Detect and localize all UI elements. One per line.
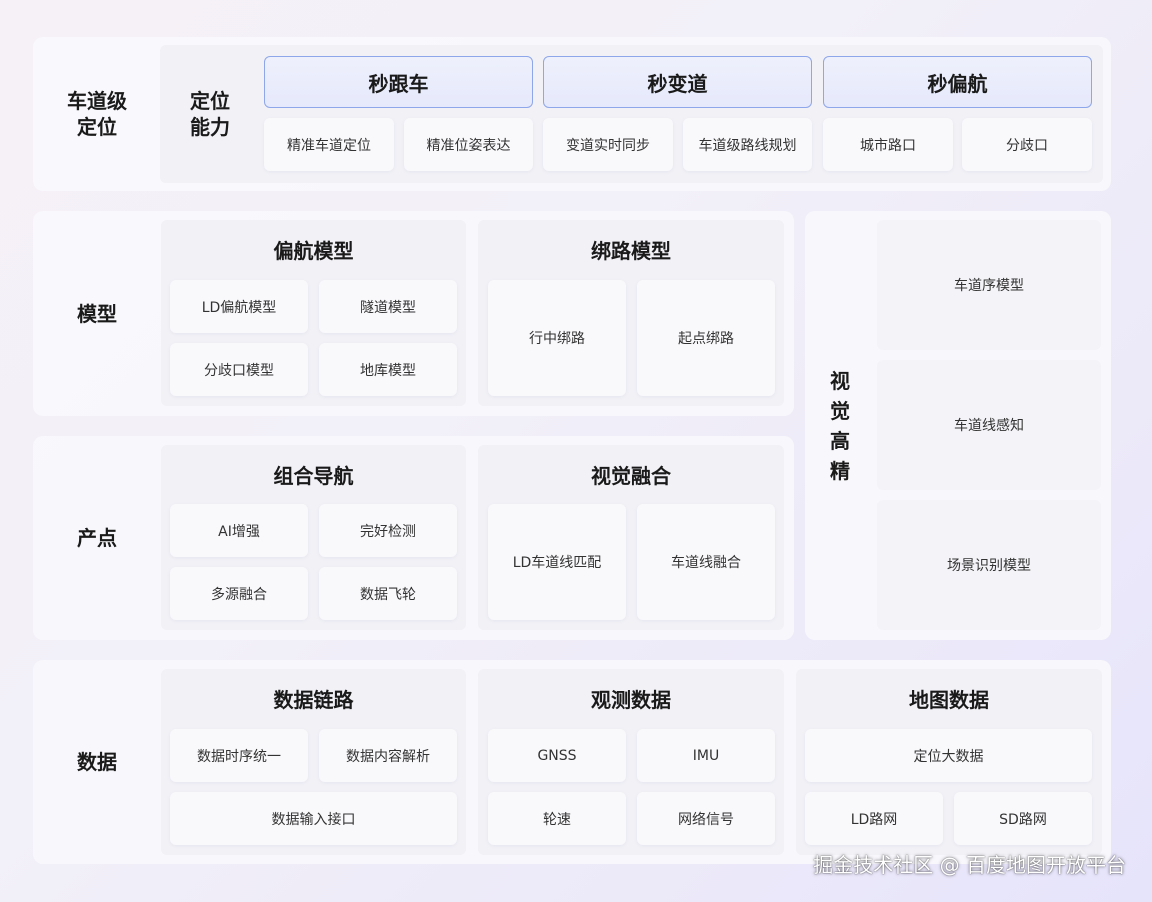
- capability-sub-label-line2: 能力: [190, 115, 230, 139]
- capability-sub-label: 定位 能力: [160, 45, 260, 183]
- map-data-item: SD路网: [954, 792, 1092, 845]
- visual-hd-label-char: 视: [830, 368, 850, 393]
- data-row-label: 数据: [77, 750, 117, 774]
- visual-hd-item: 场景识别模型: [877, 500, 1101, 630]
- deviation-header: 秒偏航: [823, 56, 1092, 108]
- positioning-row-label: 车道级 定位: [43, 37, 151, 191]
- watermark-text: 掘金技术社区 @ 百度地图开放平台: [813, 853, 1126, 877]
- output-row-label: 产点: [77, 526, 117, 550]
- positioning-item: 精准车道定位: [264, 118, 394, 171]
- model-row-label: 模型: [77, 301, 117, 326]
- positioning-row-label-line1: 车道级: [67, 89, 127, 113]
- deviation-model-item: 地库模型: [319, 343, 457, 396]
- visual-hd-label-char: 精: [830, 458, 850, 483]
- data-pipeline-item: 数据输入接口: [170, 792, 457, 845]
- integrated-navigation-item: AI增强: [170, 504, 308, 557]
- deviation-model-item: 隧道模型: [319, 280, 457, 333]
- binding-model-item: 行中绑路: [488, 280, 626, 396]
- deviation-model-item: LD偏航模型: [170, 280, 308, 333]
- visual-hd-label: 视 觉 高 精: [805, 211, 875, 640]
- positioning-item: 精准位姿表达: [404, 118, 533, 171]
- observation-data-title: 观测数据: [591, 687, 671, 712]
- observation-data-item: IMU: [637, 729, 775, 782]
- positioning-item: 变道实时同步: [543, 118, 673, 171]
- binding-model-item: 起点绑路: [637, 280, 775, 396]
- visual-hd-item: 车道序模型: [877, 220, 1101, 350]
- map-data-item: 定位大数据: [805, 729, 1092, 782]
- visual-hd-label-char: 觉: [830, 398, 850, 423]
- visual-fusion-item: 车道线融合: [637, 504, 775, 620]
- data-pipeline-item: 数据内容解析: [319, 729, 457, 782]
- data-pipeline-title: 数据链路: [273, 687, 354, 712]
- capability-sub-label-line1: 定位: [190, 89, 230, 113]
- integrated-navigation-item: 多源融合: [170, 567, 308, 620]
- deviation-model-title: 偏航模型: [273, 238, 354, 263]
- positioning-row-label-line2: 定位: [77, 115, 117, 139]
- data-pipeline-item: 数据时序统一: [170, 729, 308, 782]
- map-data-title: 地图数据: [909, 687, 989, 712]
- integrated-navigation-item: 完好检测: [319, 504, 457, 557]
- visual-hd-label-char: 高: [830, 428, 850, 453]
- observation-data-item: 网络信号: [637, 792, 775, 845]
- observation-data-item: GNSS: [488, 729, 626, 782]
- visual-hd-item: 车道线感知: [877, 360, 1101, 490]
- positioning-item: 分歧口: [962, 118, 1092, 171]
- observation-data-item: 轮速: [488, 792, 626, 845]
- positioning-item: 车道级路线规划: [683, 118, 812, 171]
- follow-car-header: 秒跟车: [264, 56, 533, 108]
- integrated-navigation-item: 数据飞轮: [319, 567, 457, 620]
- binding-model-title: 绑路模型: [591, 238, 671, 263]
- integrated-navigation-title: 组合导航: [273, 463, 354, 488]
- deviation-model-item: 分歧口模型: [170, 343, 308, 396]
- visual-fusion-item: LD车道线匹配: [488, 504, 626, 620]
- map-data-item: LD路网: [805, 792, 943, 845]
- positioning-item: 城市路口: [823, 118, 953, 171]
- lane-change-header: 秒变道: [543, 56, 812, 108]
- visual-fusion-title: 视觉融合: [591, 463, 671, 488]
